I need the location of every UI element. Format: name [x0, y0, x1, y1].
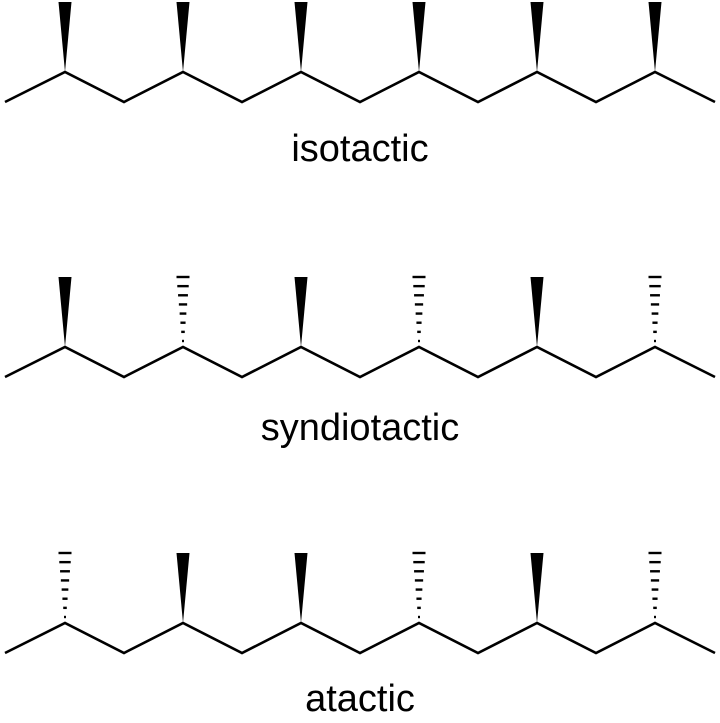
polymer-chain: [4, 621, 716, 655]
wedge-bond: [294, 553, 308, 623]
wedge-bond: [648, 2, 662, 72]
wedge-bond: [294, 2, 308, 72]
hashed-bond: [412, 551, 426, 619]
isotactic-row: isotactic: [4, 2, 716, 170]
polymer-chain: [4, 345, 716, 379]
wedge-bond: [58, 2, 72, 72]
wedge-bond: [530, 277, 544, 347]
substituent-group: [58, 551, 662, 623]
substituent-group: [58, 275, 662, 347]
wedge-bond: [176, 2, 190, 72]
polymer-chain: [4, 70, 716, 104]
hashed-bond: [176, 275, 190, 343]
wedge-bond: [176, 553, 190, 623]
syndiotactic-row: syndiotactic: [4, 275, 716, 449]
wedge-bond: [294, 277, 308, 347]
atactic-row: atactic: [4, 551, 716, 720]
hashed-bond: [58, 551, 72, 619]
hashed-bond: [648, 551, 662, 619]
wedge-bond: [412, 2, 426, 72]
wedge-bond: [530, 2, 544, 72]
substituent-group: [58, 2, 662, 72]
wedge-bond: [58, 277, 72, 347]
hashed-bond: [648, 275, 662, 343]
wedge-bond: [530, 553, 544, 623]
hashed-bond: [412, 275, 426, 343]
row-label: syndiotactic: [261, 407, 460, 449]
row-label: atactic: [305, 678, 415, 720]
row-label: isotactic: [291, 128, 428, 170]
